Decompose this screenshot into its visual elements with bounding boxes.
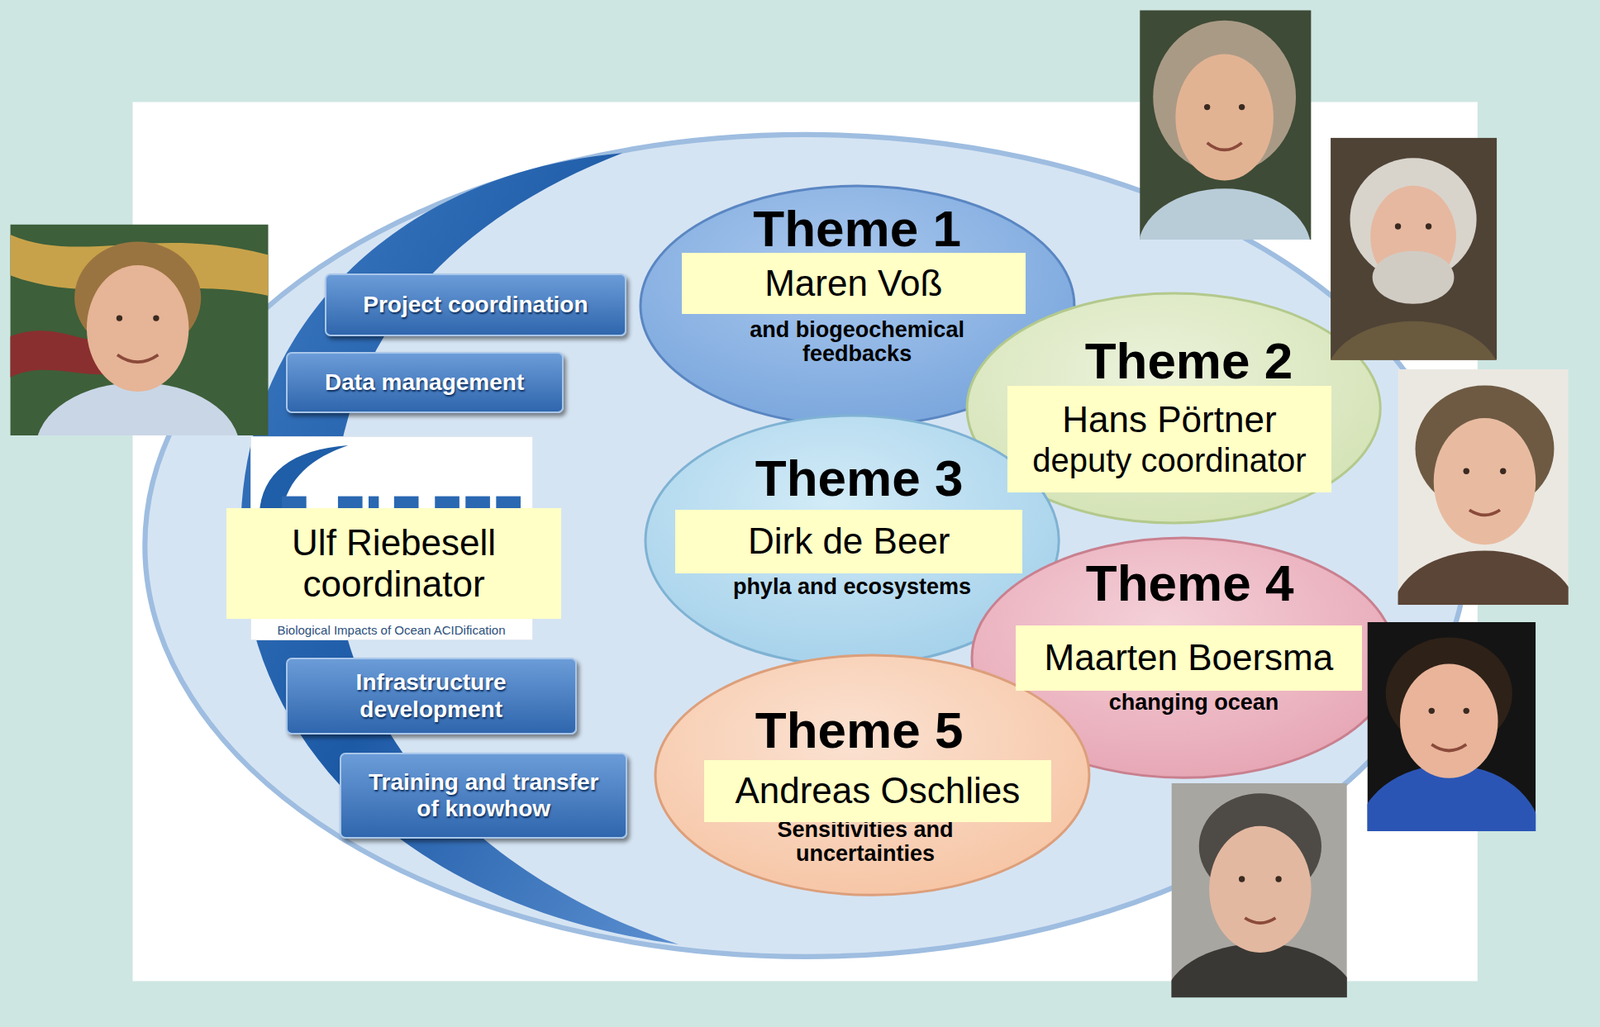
theme-subtitle: phyla and ecosystems xyxy=(733,575,972,599)
mouth xyxy=(1469,509,1500,515)
crescent-shape xyxy=(240,152,679,945)
eye xyxy=(1500,468,1506,475)
person-name: Maarten Boersma xyxy=(1044,637,1334,680)
eye xyxy=(1204,104,1210,110)
shoulders xyxy=(1139,188,1311,240)
eye xyxy=(1238,104,1245,110)
eye xyxy=(1238,876,1245,882)
portrait-photo xyxy=(9,224,268,437)
mouth xyxy=(117,355,158,363)
box-label: Data management xyxy=(324,369,524,396)
eye xyxy=(116,314,123,321)
theme-heading: Theme 3 xyxy=(755,452,964,505)
eye xyxy=(152,314,159,321)
eye xyxy=(1425,223,1432,229)
mouth xyxy=(1244,918,1276,924)
role-text: coordinator xyxy=(303,563,486,606)
theme-subtitle: and biogeochemical feedbacks xyxy=(708,318,1006,366)
beard xyxy=(1372,251,1455,305)
shoulders xyxy=(1330,321,1497,361)
theme-subtitle: changing ocean xyxy=(1109,690,1280,715)
name-tag: Dirk de Beer xyxy=(675,509,1023,574)
portrait-photo xyxy=(1330,138,1497,361)
name-tag: Maren Voß xyxy=(681,252,1026,315)
person-name: Dirk de Beer xyxy=(747,520,951,563)
eye xyxy=(1275,876,1281,882)
theme-ellipse-shape xyxy=(966,293,1381,524)
portrait-photo xyxy=(1398,369,1569,605)
theme-ellipse: Theme 2Hans Pörtnerdeputy coordinator xyxy=(964,290,1383,526)
outer-ellipse xyxy=(144,134,1467,958)
shoulders xyxy=(1398,551,1569,605)
task-box: Data management xyxy=(285,352,564,414)
theme-ellipse-shape xyxy=(655,655,1090,896)
eye xyxy=(1395,223,1401,229)
theme-heading: Theme 1 xyxy=(752,203,962,255)
person-name: Ulf Riebesell xyxy=(291,522,496,565)
box-label: Infrastructure development xyxy=(323,669,539,723)
role-text: deputy coordinator xyxy=(1032,441,1306,480)
face xyxy=(86,265,189,392)
theme-heading: Theme 4 xyxy=(1085,557,1295,610)
theme-heading: Theme 5 xyxy=(755,704,964,757)
task-box: Training and transfer of knowhow xyxy=(339,752,628,839)
face xyxy=(1175,53,1274,181)
logo-caption: Biological Impacts of Ocean ACIDificatio… xyxy=(277,623,506,639)
person-name: Andreas Oschlies xyxy=(734,770,1020,813)
face xyxy=(1400,664,1499,779)
task-box: Project coordination xyxy=(324,273,627,338)
task-box: Infrastructure development xyxy=(285,657,577,735)
eye xyxy=(1463,468,1470,475)
name-tag: Andreas Oschlies xyxy=(704,760,1052,823)
eye xyxy=(1463,708,1470,715)
box-label: Project coordination xyxy=(362,291,588,319)
face xyxy=(1433,418,1536,545)
mouth xyxy=(1431,744,1467,751)
theme-subtitle: Sensitivities and uncertainties xyxy=(716,818,1015,866)
face xyxy=(1209,826,1311,953)
name-tag: Maarten Boersma xyxy=(1015,625,1363,691)
white-panel xyxy=(133,101,1478,981)
person-name: Maren Voß xyxy=(764,262,943,305)
mouth xyxy=(1207,142,1243,151)
name-tag: Ulf Riebesellcoordinator xyxy=(226,508,562,620)
portrait-photo xyxy=(1366,622,1536,832)
portrait-photo xyxy=(1139,9,1311,240)
person-name: Hans Pörtner xyxy=(1061,399,1277,442)
eye xyxy=(1428,708,1435,715)
portrait-photo xyxy=(1171,783,1347,998)
name-tag: Hans Pörtnerdeputy coordinator xyxy=(1007,385,1333,494)
box-label: Training and transfer of knowhow xyxy=(361,769,606,823)
theme-heading: Theme 2 xyxy=(1085,335,1294,387)
logo-swoosh xyxy=(258,445,348,515)
